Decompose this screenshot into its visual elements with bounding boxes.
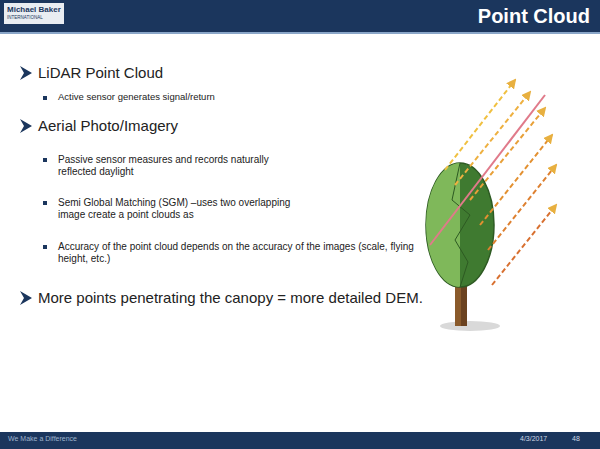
- footer-date: 4/3/2017: [520, 435, 565, 443]
- bullet-heading: More points penetrating the canopy = mor…: [38, 289, 423, 306]
- bullet-item: Semi Global Matching (SGM) –uses two ove…: [58, 197, 318, 220]
- bullet-item: Accuracy of the point cloud depends on t…: [58, 241, 418, 264]
- header-rule: [0, 32, 600, 34]
- slide-title: Point Cloud: [478, 5, 590, 28]
- lidar-pulse: [430, 95, 545, 245]
- page-number: 48: [572, 435, 592, 443]
- footer-slogan: We Make a Difference: [8, 435, 208, 443]
- logo-name: Michael Baker: [7, 5, 63, 14]
- bullet-heading: LiDAR Point Cloud: [38, 64, 418, 81]
- logo-subtitle: INTERNATIONAL: [7, 15, 63, 20]
- bullet-item: Passive sensor measures and records natu…: [58, 154, 288, 177]
- header-bar: [0, 0, 600, 32]
- bullet-markers: [20, 66, 47, 305]
- lidar-returns: [445, 80, 556, 285]
- bullet-item: Active sensor generates signal/return: [58, 92, 418, 103]
- tree-illustration: [426, 163, 500, 331]
- bullet-heading: Aerial Photo/Imagery: [38, 117, 418, 134]
- logo-box: [4, 3, 64, 24]
- footer-bar: [0, 432, 600, 449]
